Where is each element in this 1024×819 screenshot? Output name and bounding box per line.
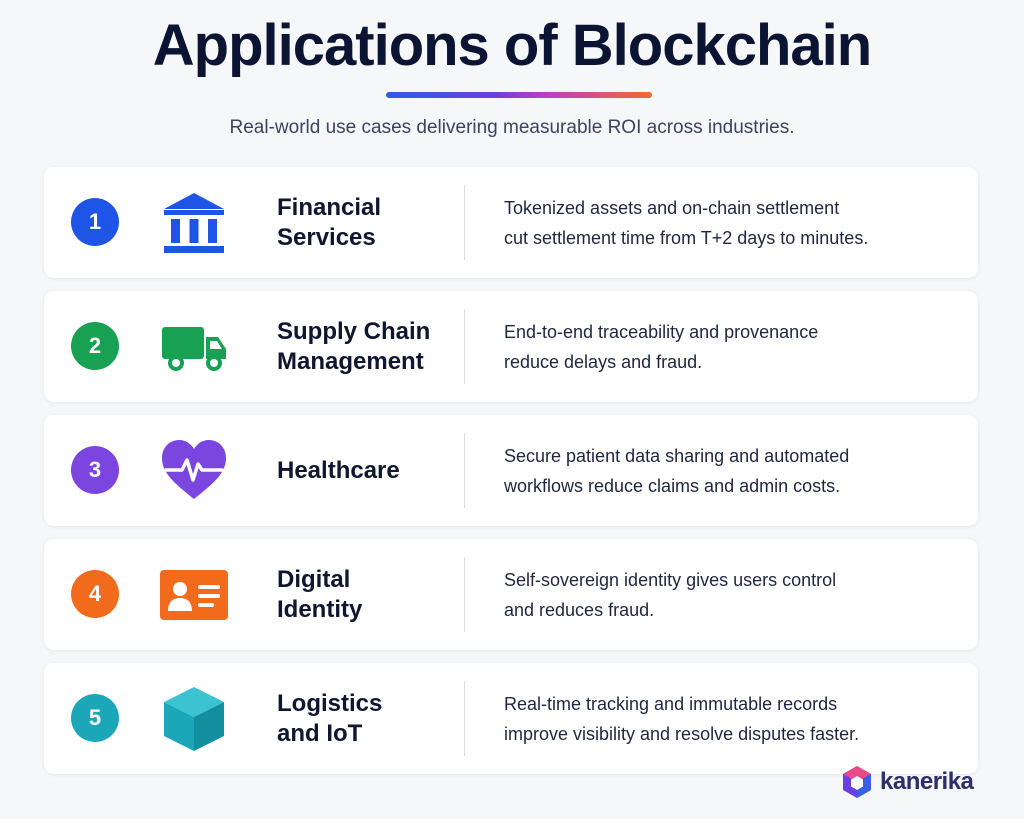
use-case-title: Supply Chain Management	[277, 317, 431, 375]
brand-logo: kanerika	[840, 762, 974, 802]
use-case-description: Tokenized assets and on-chain settlement…	[504, 197, 869, 248]
bank-icon	[160, 189, 228, 257]
divider	[464, 185, 465, 260]
id-card-icon	[160, 561, 228, 629]
use-case-description: Secure patient data sharing and automate…	[504, 445, 850, 496]
use-case-description: Self-sovereign identity gives users cont…	[504, 569, 837, 620]
use-case-title: Financial Services	[277, 193, 382, 251]
divider	[464, 557, 465, 632]
use-case-description: Real-time tracking and immutable records…	[504, 693, 860, 744]
number-badge: 5	[71, 694, 119, 742]
number-badge: 3	[71, 446, 119, 494]
use-case-card-healthcare: 3 Healthcare Secure patient data sharing…	[44, 415, 978, 526]
divider	[464, 681, 465, 756]
use-case-title: Healthcare	[277, 456, 400, 484]
divider	[464, 309, 465, 384]
use-case-title: Digital Identity	[277, 565, 363, 623]
use-case-card-financial-services: 1 Financial Services Tokenized assets an…	[44, 167, 978, 278]
use-case-list: 1 Financial Services Tokenized assets an…	[44, 167, 978, 787]
cube-icon	[160, 685, 228, 753]
page-title: Applications of Blockchain	[152, 13, 872, 78]
truck-icon	[160, 313, 228, 381]
use-case-description: End-to-end traceability and provenance r…	[504, 321, 819, 372]
use-case-card-digital-identity: 4 Digital Identity Self-sovereign identi…	[44, 539, 978, 650]
divider	[464, 433, 465, 508]
number-badge: 2	[71, 322, 119, 370]
use-case-card-logistics-iot: 5 Logistics and IoT Real-time tracking a…	[44, 663, 978, 774]
heartbeat-icon	[160, 437, 228, 505]
page-subtitle: Real-world use cases delivering measurab…	[229, 117, 795, 138]
number-badge: 4	[71, 570, 119, 618]
kanerika-logo-icon	[843, 766, 871, 798]
brand-name: kanerika	[880, 768, 974, 795]
use-case-title: Logistics and IoT	[277, 689, 383, 747]
title-underline	[386, 92, 652, 98]
use-case-card-supply-chain: 2 Supply Chain Management End-to-end tra…	[44, 291, 978, 402]
number-badge: 1	[71, 198, 119, 246]
